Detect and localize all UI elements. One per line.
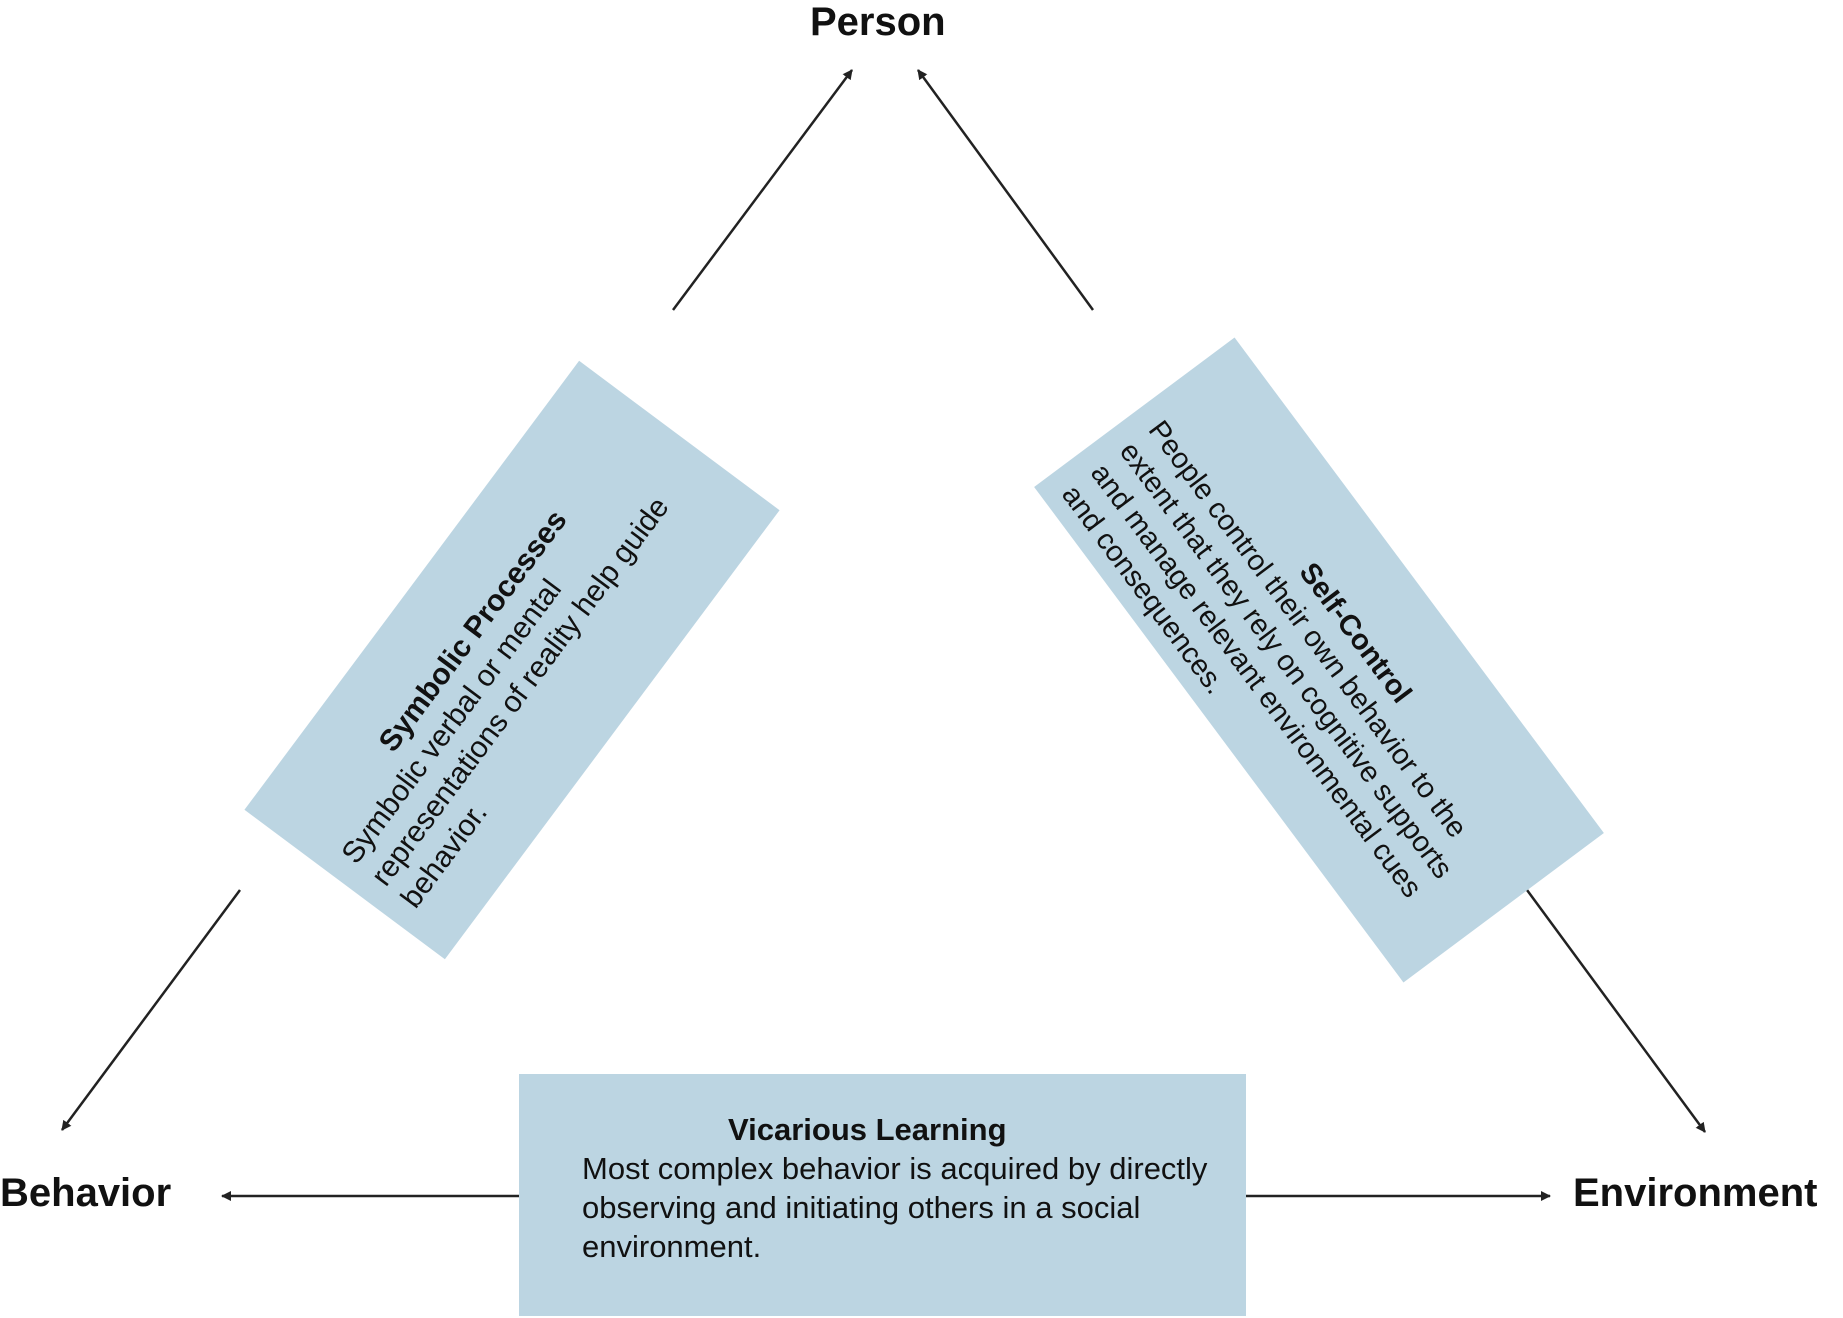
vicarious-learning-title: Vicarious Learning [728,1112,1007,1147]
arrow-to-environment-diagonal [1525,889,1707,1133]
behavior-node-label: Behavior [0,1171,172,1215]
vicarious-learning-description: Most complex behavior is acquired by dir… [582,1151,1208,1264]
person-node-label: Person [810,0,946,44]
vicarious-learning-box: Vicarious Learning Most complex behavior… [519,1074,1246,1316]
arrow-to-behavior [60,889,242,1131]
arrow-to-person-left [671,69,854,311]
environment-node-label: Environment [1573,1171,1818,1215]
arrow-to-person-right [916,69,1095,311]
